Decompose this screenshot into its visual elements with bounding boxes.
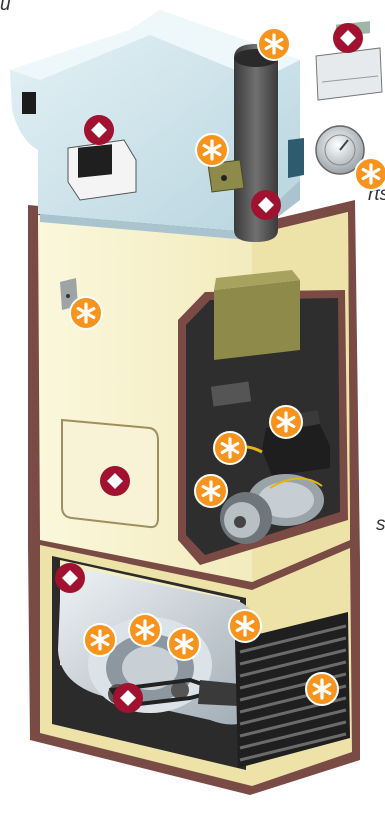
asterisk-hotspot-igniter[interactable] <box>214 432 246 464</box>
asterisk-hotspot-blower-wheel[interactable] <box>129 614 161 646</box>
diamond-hotspot-control-module[interactable] <box>84 115 114 145</box>
asterisk-hotspot-blower-outlet[interactable] <box>229 610 261 642</box>
asterisk-hotspot-burner[interactable] <box>195 475 227 507</box>
asterisk-hotspot-co-detector[interactable] <box>355 158 385 190</box>
asterisk-hotspot-power-switch[interactable] <box>70 297 102 329</box>
diamond-hotspot-access-panel[interactable] <box>100 466 130 496</box>
asterisk-hotspot-gas-valve[interactable] <box>270 406 302 438</box>
asterisk-hotspot-draft-switch[interactable] <box>196 134 228 166</box>
asterisk-hotspot-blower-motor[interactable] <box>84 624 116 656</box>
diamond-hotspot-blower-housing[interactable] <box>55 563 85 593</box>
diamond-hotspot-thermostat[interactable] <box>333 23 363 53</box>
asterisk-hotspot-blower-pulley[interactable] <box>168 628 200 660</box>
asterisk-hotspot-flue-top[interactable] <box>258 28 290 60</box>
asterisk-hotspot-air-filter[interactable] <box>306 673 338 705</box>
diamond-hotspot-blower-belt[interactable] <box>113 683 143 713</box>
diamond-hotspot-flue-pipe[interactable] <box>251 190 281 220</box>
